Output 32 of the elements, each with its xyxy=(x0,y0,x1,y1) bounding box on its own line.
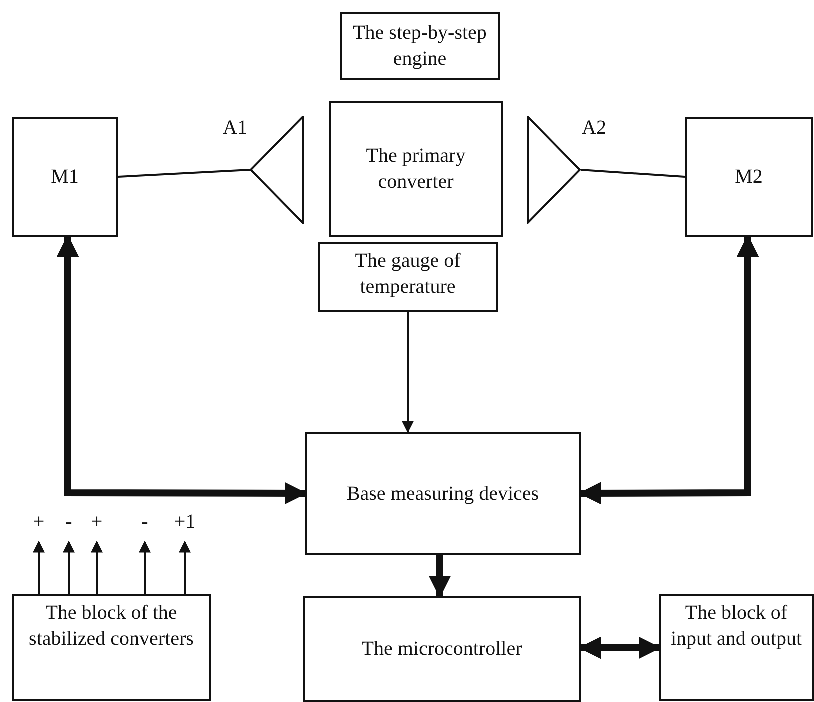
block-label: M2 xyxy=(735,165,763,190)
arrow xyxy=(139,540,151,594)
arrow xyxy=(402,312,414,434)
block-box xyxy=(685,117,813,237)
block-label: The block of input and output xyxy=(670,601,804,652)
arrow xyxy=(63,540,75,594)
block-box xyxy=(340,12,500,80)
block-label: The step-by-step engine xyxy=(352,21,488,72)
arrow xyxy=(33,540,45,594)
block-box xyxy=(329,101,503,237)
block-label: The microcontroller xyxy=(362,637,522,662)
block-label: The primary converter xyxy=(365,144,467,195)
arrow xyxy=(179,540,191,594)
block-box xyxy=(305,432,581,555)
block-label: Base measuring devices xyxy=(346,482,540,506)
block-box xyxy=(318,242,498,312)
amplifier-triangle xyxy=(527,116,581,224)
connector-line xyxy=(118,169,250,178)
block-box xyxy=(12,594,211,701)
block-box xyxy=(659,594,814,701)
block-label: The gauge of temperature xyxy=(354,249,462,300)
arrow xyxy=(91,540,103,594)
block-box xyxy=(303,596,581,702)
block-label: M1 xyxy=(51,165,79,190)
thick-arrow xyxy=(56,234,308,505)
amplifier-label: A1 xyxy=(223,118,248,138)
block-label: The block of the stabilized converters xyxy=(28,601,195,652)
amplifier-label: A2 xyxy=(582,118,606,138)
connector-line xyxy=(580,169,686,178)
block-box xyxy=(12,117,118,237)
amplifier-triangle xyxy=(250,116,304,224)
thick-arrow xyxy=(428,555,452,598)
